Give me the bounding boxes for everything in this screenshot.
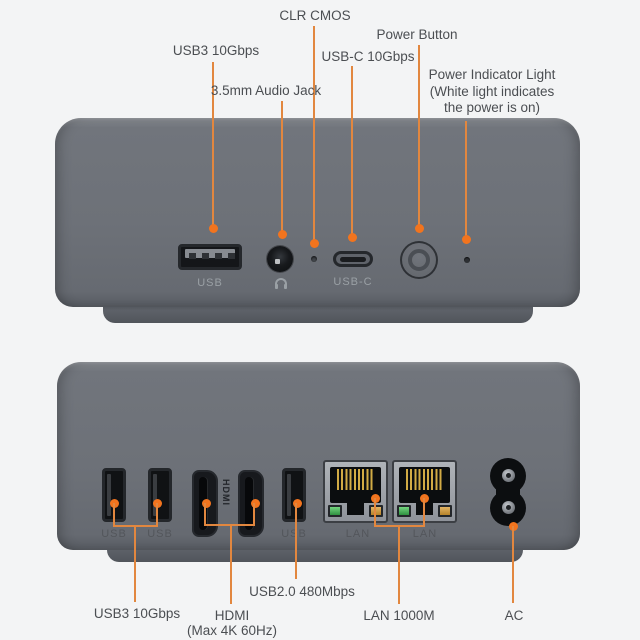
lan1-green-led	[328, 505, 342, 517]
callout-power-indicator: Power Indicator Light (White light indic…	[429, 67, 556, 117]
leader-line-usb3-front	[212, 62, 214, 229]
leader-line-lan-a	[374, 498, 376, 527]
leader-dot-hdmi-1	[201, 498, 211, 508]
lan2-green-led	[397, 505, 411, 517]
leader-dot-power	[414, 223, 424, 233]
usb-a-tongue	[185, 249, 235, 259]
leader-line-usb2	[295, 503, 297, 579]
back-panel-label-lan1: LAN	[345, 528, 371, 540]
usb3-port-back-2	[148, 468, 172, 522]
leader-dot-usb2	[292, 498, 302, 508]
leader-line-usb3-back-a	[113, 503, 115, 527]
callout-power-indicator-line3: the power is on)	[443, 100, 541, 115]
back-panel-label-lan2: LAN	[412, 528, 438, 540]
headphone-icon	[274, 277, 288, 289]
back-device-body: HDMI USB USB USB LAN LAN	[57, 362, 580, 550]
callout-usb3-back: USB3 10Gbps	[93, 606, 181, 621]
leader-line-lan-b	[423, 498, 425, 527]
leader-dot-indicator	[461, 234, 471, 244]
callout-hdmi: HDMI (Max 4K 60Hz)	[187, 608, 277, 638]
callout-usbc: USB-C 10Gbps	[321, 49, 415, 64]
callout-usb2: USB2.0 480Mbps	[249, 584, 355, 599]
ac-pin-top	[502, 469, 515, 482]
lan-port-1	[323, 460, 388, 523]
leader-line-usbc	[351, 66, 353, 238]
callout-audio-jack: 3.5mm Audio Jack	[210, 83, 322, 98]
lan2-amber-led	[438, 505, 452, 517]
leader-line-power	[418, 45, 420, 229]
back-panel-label-usb2: USB	[147, 528, 173, 540]
lan1-amber-led	[369, 505, 383, 517]
callout-lan: LAN 1000M	[363, 608, 435, 623]
leader-line-hdmi-b	[253, 503, 255, 526]
callout-power-indicator-line1: Power Indicator Light	[428, 67, 556, 82]
lan-port-2	[392, 460, 457, 523]
callout-hdmi-line2: (Max 4K 60Hz)	[186, 623, 278, 638]
callout-power-button: Power Button	[376, 27, 458, 42]
leader-line-hdmi-a	[204, 503, 206, 526]
leader-line-indicator	[465, 121, 467, 239]
power-indicator-light	[464, 257, 470, 263]
front-panel-label-usb: USB	[197, 277, 223, 289]
leader-dot-hdmi-2	[250, 498, 260, 508]
leader-dot-clr-cmos	[309, 238, 319, 248]
leader-join-hdmi	[204, 524, 255, 526]
power-button-ring	[408, 249, 430, 271]
usb2-port-back	[282, 468, 306, 522]
callout-power-indicator-line2: (White light indicates	[429, 83, 555, 99]
callout-hdmi-line1: HDMI	[214, 608, 250, 623]
leader-dot-usbc	[347, 232, 357, 242]
leader-line-lan	[398, 525, 400, 604]
leader-dot-audio	[277, 229, 287, 239]
clr-cmos-pinhole	[311, 256, 317, 262]
leader-line-audio	[281, 101, 283, 235]
ac-power-inlet	[489, 458, 527, 526]
leader-line-ac	[512, 526, 514, 603]
back-panel-label-usb1: USB	[101, 528, 127, 540]
leader-line-hdmi	[230, 524, 232, 604]
leader-dot-usb3-front	[208, 223, 218, 233]
front-device-body: USB USB-C	[55, 118, 580, 307]
ac-pin-bottom	[502, 501, 515, 514]
power-button	[400, 241, 438, 279]
usb-a-port-front	[178, 244, 242, 270]
callout-ac: AC	[504, 608, 524, 623]
lan2-pins	[406, 469, 443, 490]
hdmi-engraved-label: HDMI	[221, 479, 231, 506]
callout-usb3-front: USB3 10Gbps	[172, 43, 260, 58]
back-panel-label-usb3: USB	[281, 528, 307, 540]
leader-line-clr-cmos	[313, 26, 315, 244]
front-panel-label-usbc: USB-C	[333, 276, 373, 288]
usb-c-port	[333, 251, 373, 267]
leader-line-usb3-back	[134, 525, 136, 602]
lan1-pins	[337, 469, 374, 490]
leader-line-usb3-back-b	[156, 503, 158, 527]
callout-clr-cmos: CLR CMOS	[279, 8, 351, 23]
audio-jack-port	[267, 246, 293, 272]
